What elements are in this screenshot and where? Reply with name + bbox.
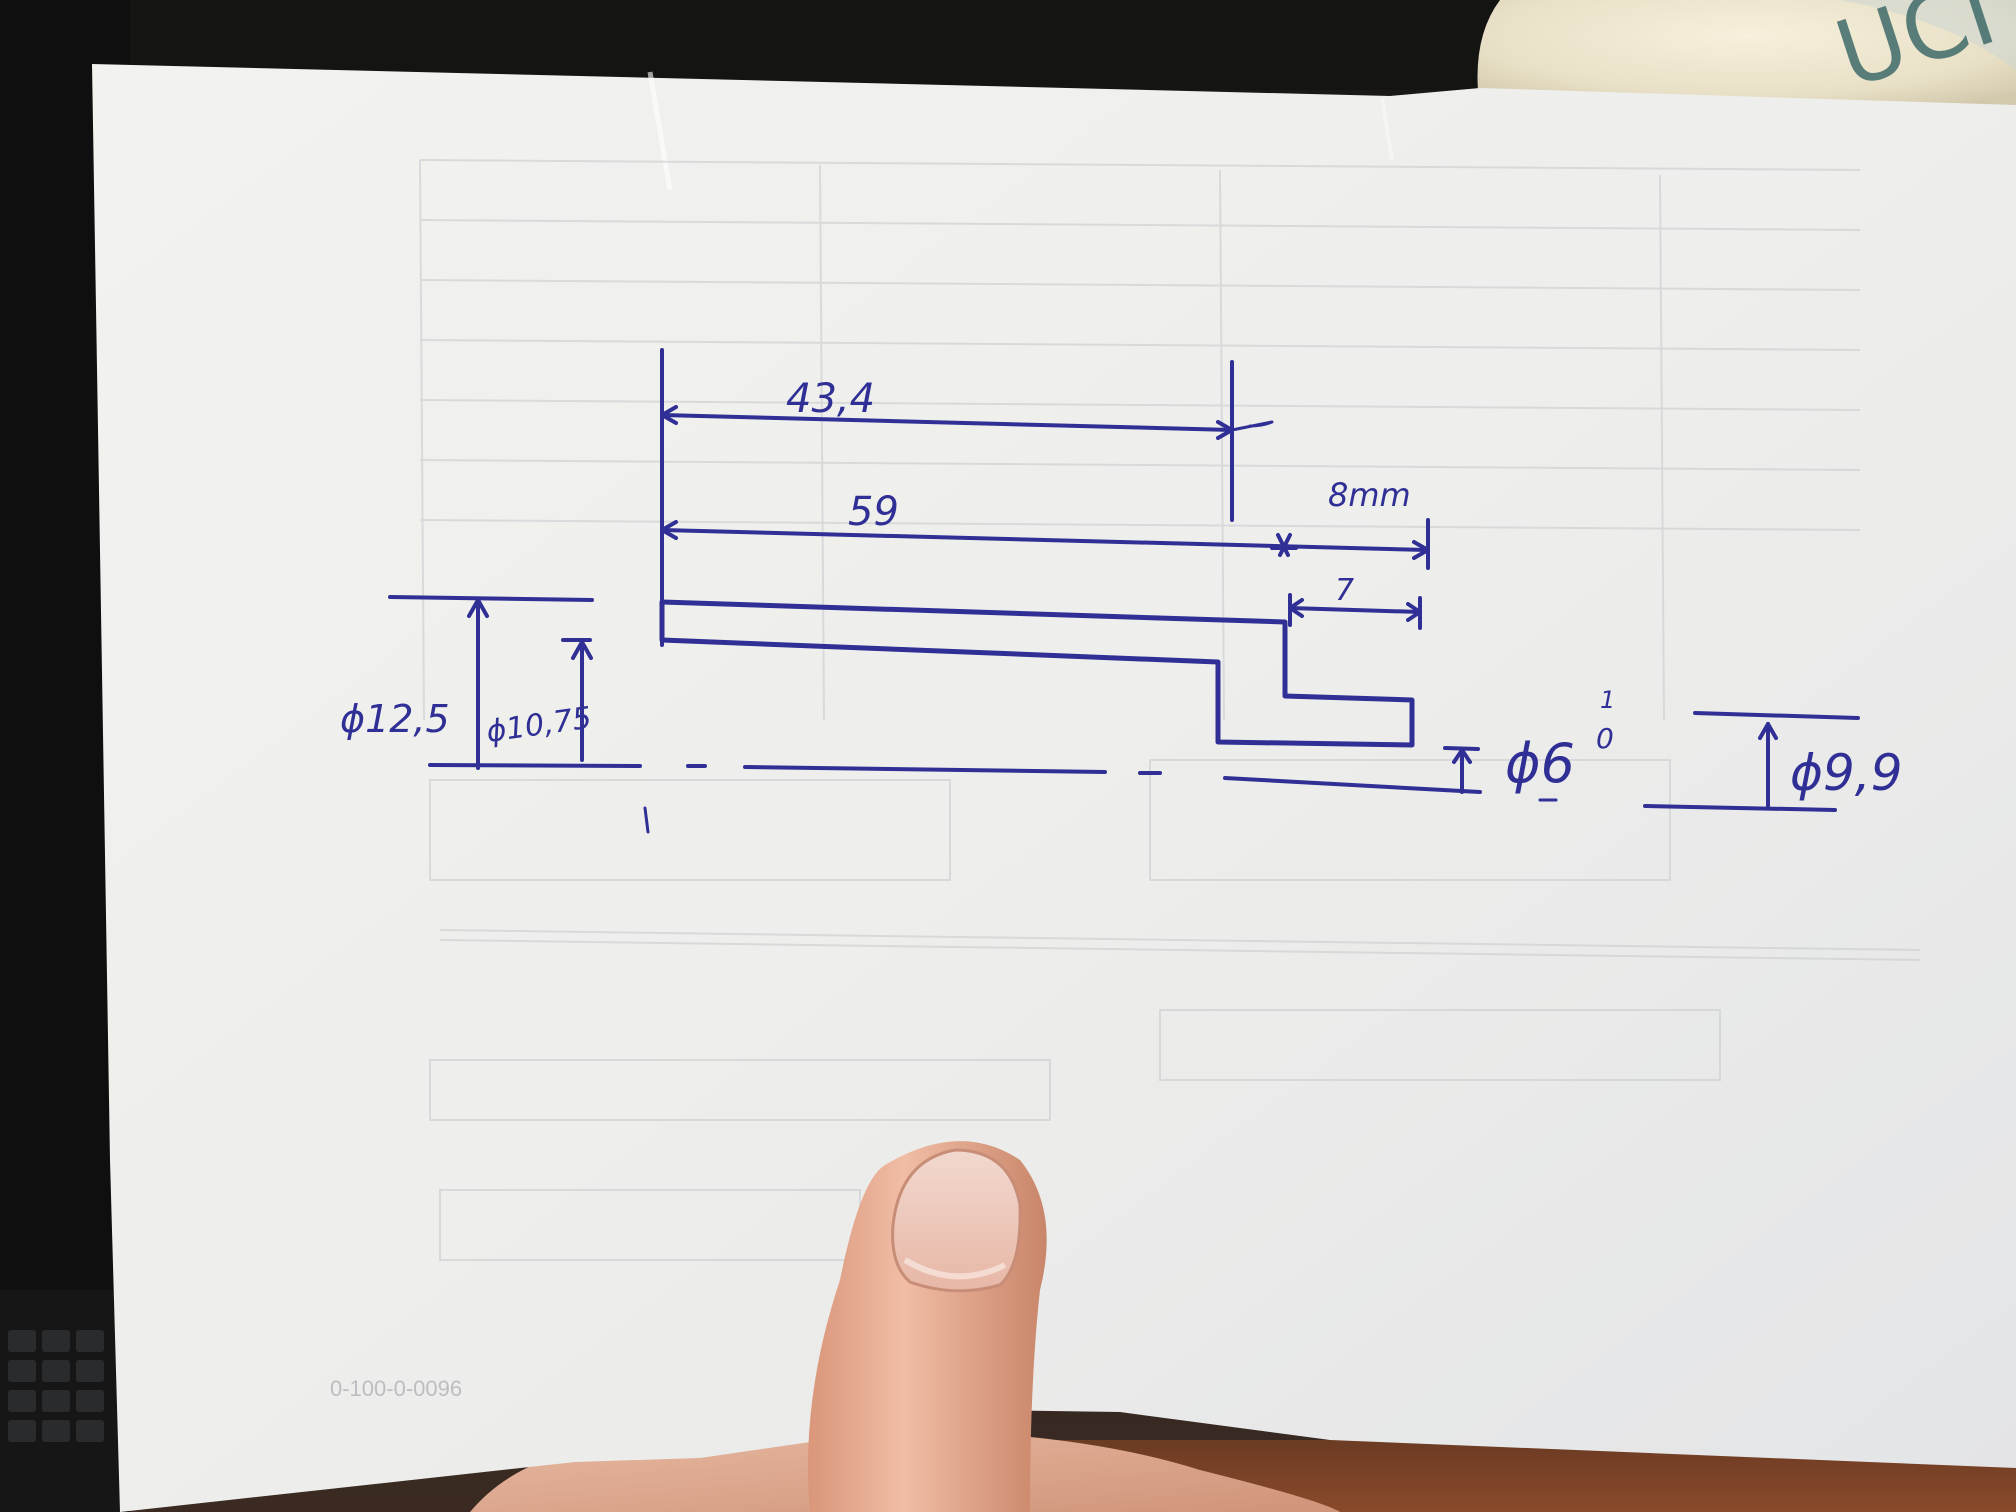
part-profile <box>659 599 1415 748</box>
dim-line-43 <box>660 413 1234 432</box>
dim-text-7: 7 <box>1335 573 1354 608</box>
dim-text-side-diameter: ϕ9,9 <box>1790 744 1903 802</box>
dim-text-43-4: 43,4 <box>786 376 875 422</box>
dim-text-outer-diameter: ϕ12,5 <box>340 697 450 741</box>
dim-text-tip-diameter: ϕ6 <box>1505 732 1575 795</box>
ext-line-outer <box>388 595 594 602</box>
thumbnail <box>891 1148 1022 1293</box>
dim-text-59: 59 <box>848 489 899 535</box>
dim-line-59 <box>660 528 1430 552</box>
tip-tolerance-lower: 0 <box>1596 722 1614 755</box>
tip-tolerance-upper: 1 <box>1600 686 1615 714</box>
printed-code: 0-100-0-0096 <box>330 1376 462 1401</box>
dim-line-7 <box>1288 606 1422 614</box>
technical-sketch <box>388 348 1860 834</box>
paper-body <box>92 64 2016 1512</box>
dim-text-8mm: 8mm <box>1328 476 1411 514</box>
